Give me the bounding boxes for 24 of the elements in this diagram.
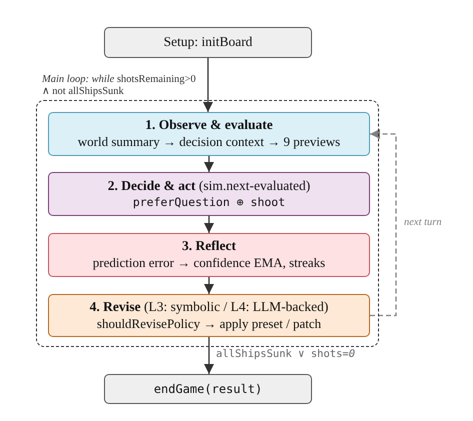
step-box xyxy=(48,172,370,216)
step-box xyxy=(48,112,370,156)
box-label: endGame(result) xyxy=(154,382,262,396)
step-title: 1. Observe & evaluate xyxy=(145,117,273,134)
step-title: 3. Reflect xyxy=(182,238,236,256)
step-title: 2. Decide & act (sim.next-evaluated) xyxy=(108,178,310,196)
step-description: shouldRevisePolicy → apply preset / patch xyxy=(96,316,322,332)
step-box xyxy=(48,233,370,277)
step-description: world summary → decision context → 9 previews xyxy=(78,134,340,151)
process-box xyxy=(104,27,312,58)
step-box xyxy=(48,294,370,337)
loop-back-arrow xyxy=(370,129,397,316)
loop-condition: Main loop: while shotsRemaining>0 ∧ not allShipsSunk xyxy=(42,74,197,98)
step-description: preferQuestion ⊕ shoot xyxy=(132,195,286,210)
step-title: 4. Revise (L3: symbolic / L4: LLM-backed) xyxy=(90,298,328,316)
arrow xyxy=(203,58,213,112)
arrow xyxy=(204,277,214,294)
arrow xyxy=(204,216,214,233)
arrow xyxy=(204,337,214,374)
arrow xyxy=(204,156,214,172)
process-box xyxy=(104,374,312,404)
step-description: prediction error → confidence EMA, streaks xyxy=(92,255,326,272)
box-label: Setup: initBoard xyxy=(164,34,252,51)
edge-label: allShipsSunk ∨ shots=0 xyxy=(214,348,358,361)
